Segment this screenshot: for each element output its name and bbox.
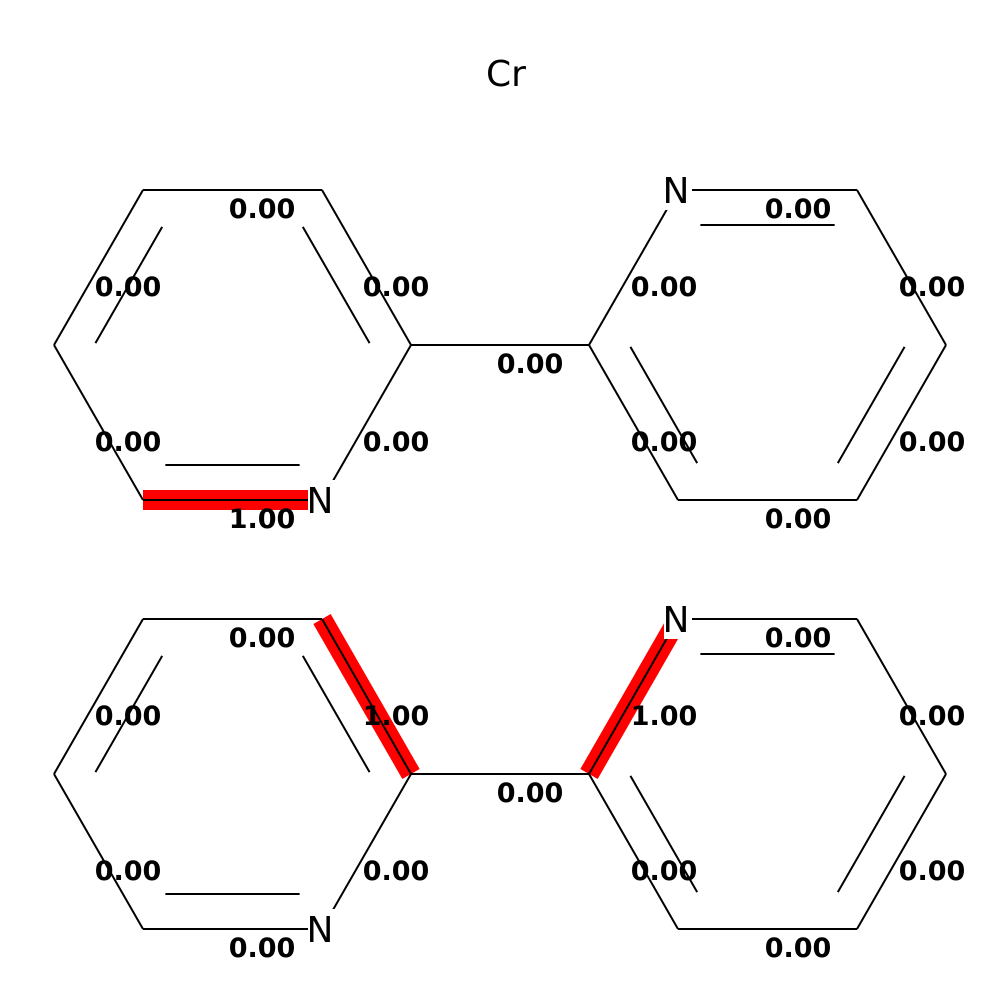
nitrogen-atom-label: N: [663, 171, 690, 212]
bond-label-layer: 0.00 0.00 0.00 1.00 0.00 0.00 0.00 0.00 0.00 0.00…: [95, 194, 966, 964]
double-bond-inner-line: [94, 655, 164, 773]
bond-line: [53, 773, 144, 930]
metal-atom-label: Cr: [486, 54, 526, 95]
bond-line: [321, 773, 412, 930]
bond-weight-label: 1.00: [229, 504, 296, 535]
bond-line: [321, 344, 412, 501]
bond-line: [856, 344, 947, 501]
bond-line: [856, 618, 947, 775]
double-bond-inner-line: [836, 775, 906, 893]
bond-weight-label: 0.00: [497, 778, 564, 809]
bond-weight-label: 0.00: [229, 623, 296, 654]
bond-weight-label: 0.00: [899, 427, 966, 458]
bond-line: [588, 344, 679, 501]
bond-weight-label: 0.00: [899, 701, 966, 732]
bond-line: [321, 189, 412, 346]
nitrogen-atom-label: N: [307, 910, 334, 951]
atom-label-background: [308, 480, 336, 520]
bond-weight-label: 0.00: [363, 272, 430, 303]
bond-weight-label: 0.00: [95, 856, 162, 887]
atom-layer: N N N N: [307, 170, 692, 951]
bond-line: [53, 618, 144, 775]
bond-weight-label: 1.00: [631, 701, 698, 732]
bond-weight-label: 0.00: [631, 272, 698, 303]
double-bond-inner-line: [629, 775, 699, 893]
bond-weight-label: 0.00: [95, 272, 162, 303]
bond-line: [856, 773, 947, 930]
bond-weight-label: 0.00: [631, 856, 698, 887]
bond-weight-label: 0.00: [497, 349, 564, 380]
double-bond-inner-line: [301, 655, 371, 773]
atom-label-background: [664, 599, 692, 639]
double-bond-inner-line: [836, 346, 906, 464]
bond-weight-label: 0.00: [899, 856, 966, 887]
bond-line: [321, 618, 412, 775]
double-bond-inner-line: [94, 226, 164, 344]
atom-label-background: [664, 170, 692, 210]
bond-weight-label: 1.00: [363, 701, 430, 732]
bond-layer: [53, 189, 947, 930]
double-bond-inner-line: [629, 346, 699, 464]
bond-line: [53, 189, 144, 346]
atom-label-background: [308, 909, 336, 949]
bond-weight-label: 0.00: [95, 427, 162, 458]
bond-weight-label: 0.00: [765, 623, 832, 654]
bond-weight-label: 0.00: [899, 272, 966, 303]
bond-weight-label: 0.00: [631, 427, 698, 458]
bond-line: [588, 189, 679, 346]
bond-weight-label: 0.00: [229, 933, 296, 964]
bond-weight-label: 0.00: [95, 701, 162, 732]
bond-weight-label: 0.00: [363, 856, 430, 887]
bond-line: [588, 618, 679, 775]
nitrogen-atom-label: N: [307, 481, 334, 522]
nitrogen-atom-label: N: [663, 600, 690, 641]
bond-line: [856, 189, 947, 346]
bond-line: [53, 344, 144, 501]
bond-weight-label: 0.00: [363, 427, 430, 458]
bond-line: [588, 773, 679, 930]
bond-weight-label: 0.00: [765, 504, 832, 535]
bond-weight-label: 0.00: [765, 194, 832, 225]
double-bond-inner-line: [301, 226, 371, 344]
bond-weight-label: 0.00: [229, 194, 296, 225]
bond-weight-label: 0.00: [765, 933, 832, 964]
